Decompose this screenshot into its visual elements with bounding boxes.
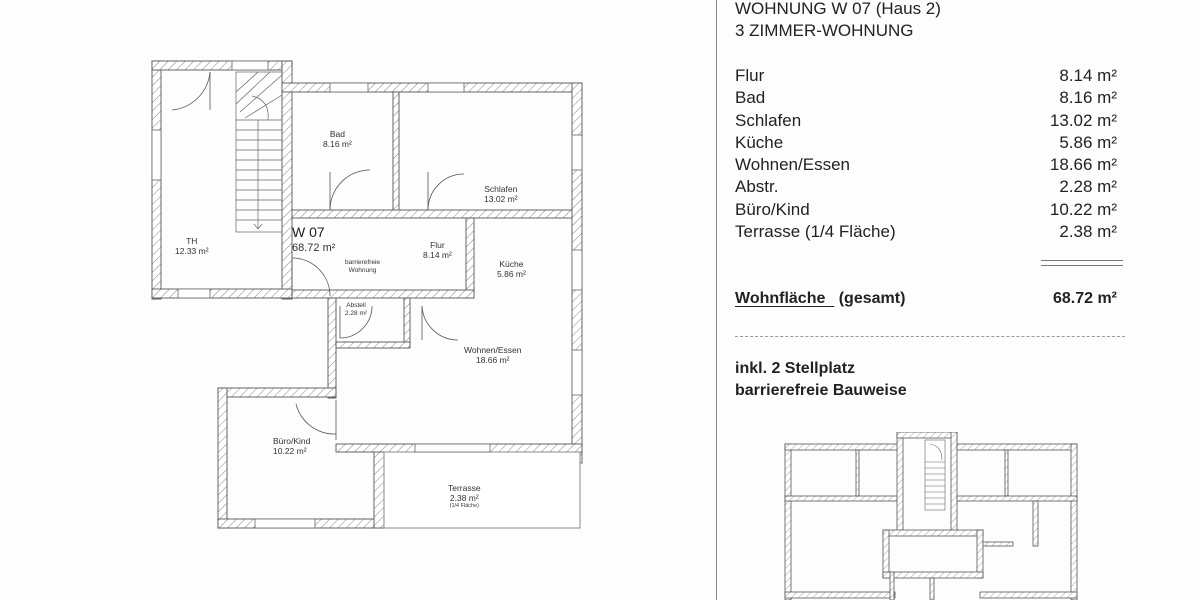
room-name: TH bbox=[186, 236, 198, 246]
room-note: (1/4 Fläche) bbox=[449, 503, 479, 510]
total-label: Wohnfläche bbox=[735, 290, 826, 307]
room-area: 10.22 m² bbox=[273, 446, 307, 457]
room-label-bad: Bad 8.16 m² bbox=[323, 129, 352, 149]
room-area: 18.66 m² bbox=[1049, 155, 1117, 175]
room-name: Bad bbox=[329, 129, 345, 139]
room-area: 12.33 m² bbox=[175, 246, 209, 257]
wall bbox=[281, 60, 293, 300]
title-line-1: WOHNUNG W 07 (Haus 2) bbox=[735, 0, 941, 18]
room-area: 2.38 m² bbox=[449, 493, 479, 504]
unit-note-line: Wohnung bbox=[348, 266, 377, 274]
unit-label: W 07 bbox=[292, 224, 325, 241]
room-area: 2.38 m² bbox=[1059, 222, 1117, 242]
room-area: 2.28 m² bbox=[345, 309, 368, 317]
room-name: Schlafen bbox=[735, 110, 802, 130]
room-name: Flur bbox=[735, 66, 765, 85]
unit-area: 68.72 m² bbox=[292, 242, 336, 254]
room-area: 8.16 m² bbox=[323, 139, 352, 150]
room-row: Wohnen/Essen 18.66 m² bbox=[735, 154, 1117, 176]
unit-note-line: barrierefreie bbox=[345, 259, 381, 266]
vertical-divider bbox=[716, 0, 717, 600]
total-value: 68.72 m² bbox=[1052, 290, 1117, 307]
room-area: 8.14 m² bbox=[1059, 66, 1117, 85]
room-area: 5.86 m² bbox=[1059, 132, 1117, 152]
room-area: 5.86 m² bbox=[497, 269, 526, 280]
room-label-kueche: Küche 5.86 m² bbox=[497, 259, 526, 279]
room-area: 8.16 m² bbox=[1059, 88, 1117, 108]
room-area: 13.02 m² bbox=[484, 194, 518, 205]
room-name: Wohnen/Essen bbox=[735, 155, 850, 175]
room-row: Terrasse (1/4 Fläche) 2.38 m² bbox=[735, 221, 1117, 243]
room-label-th: TH 12.33 m² bbox=[175, 236, 209, 256]
room-row: Abstr. 2.28 m² bbox=[735, 176, 1117, 198]
room-label-flur: Flur 8.14 m² bbox=[423, 240, 452, 260]
room-area: 13.02 m² bbox=[1049, 110, 1117, 130]
room-name: Abstell bbox=[346, 302, 366, 309]
room-label-wohnen: Wohnen/Essen 18.66 m² bbox=[464, 345, 522, 365]
room-label-terrasse: Terrasse 2.38 m² (1/4 Fläche) bbox=[448, 483, 481, 510]
unit-id: W 07 bbox=[292, 224, 325, 240]
room-row: Büro/Kind 10.22 m² bbox=[735, 199, 1117, 221]
room-label-buero: Büro/Kind 10.22 m² bbox=[273, 436, 310, 456]
building-overview-plan bbox=[784, 432, 1078, 600]
dashed-separator bbox=[735, 336, 1125, 337]
sum-double-line bbox=[1041, 260, 1123, 266]
room-area: 8.14 m² bbox=[423, 250, 452, 261]
total-area-row: Wohnfläche (gesamt) 68.72 m² bbox=[735, 290, 1117, 308]
total-suffix: (gesamt) bbox=[838, 290, 906, 307]
room-name: Küche bbox=[499, 259, 524, 269]
room-row: Bad 8.16 m² bbox=[735, 87, 1117, 109]
room-area: 10.22 m² bbox=[1049, 199, 1117, 219]
room-row: Schlafen 13.02 m² bbox=[735, 110, 1117, 132]
unit-note: barrierefreie Wohnung bbox=[345, 259, 380, 275]
room-row: Flur 8.14 m² bbox=[735, 65, 1117, 87]
room-name: Schlafen bbox=[484, 184, 518, 194]
room-name: Terrasse (1/4 Fläche) bbox=[735, 222, 896, 242]
room-name: Küche bbox=[735, 132, 784, 152]
title-line-2: 3 ZIMMER-WOHNUNG bbox=[735, 21, 914, 40]
room-row: Küche 5.86 m² bbox=[735, 132, 1117, 154]
room-name: Flur bbox=[430, 240, 445, 250]
note-accessible: barrierefreie Bauweise bbox=[735, 382, 907, 399]
room-label-abstell: Abstell 2.28 m² bbox=[345, 302, 367, 318]
room-area: 18.66 m² bbox=[475, 355, 510, 366]
room-name: Büro/Kind bbox=[273, 436, 311, 446]
note-parking: inkl. 2 Stellplatz bbox=[735, 360, 856, 377]
total-label-group: Wohnfläche (gesamt) bbox=[735, 290, 905, 308]
room-area: 2.28 m² bbox=[1059, 177, 1117, 197]
room-name: Wohnen/Essen bbox=[464, 345, 522, 355]
room-name: Abstr. bbox=[735, 177, 779, 197]
room-name: Bad bbox=[735, 88, 766, 108]
room-name: Büro/Kind bbox=[735, 199, 810, 219]
room-name: Terrasse bbox=[448, 483, 481, 493]
room-label-schlafen: Schlafen 13.02 m² bbox=[484, 184, 518, 204]
floor-plan-drawing bbox=[151, 60, 583, 529]
